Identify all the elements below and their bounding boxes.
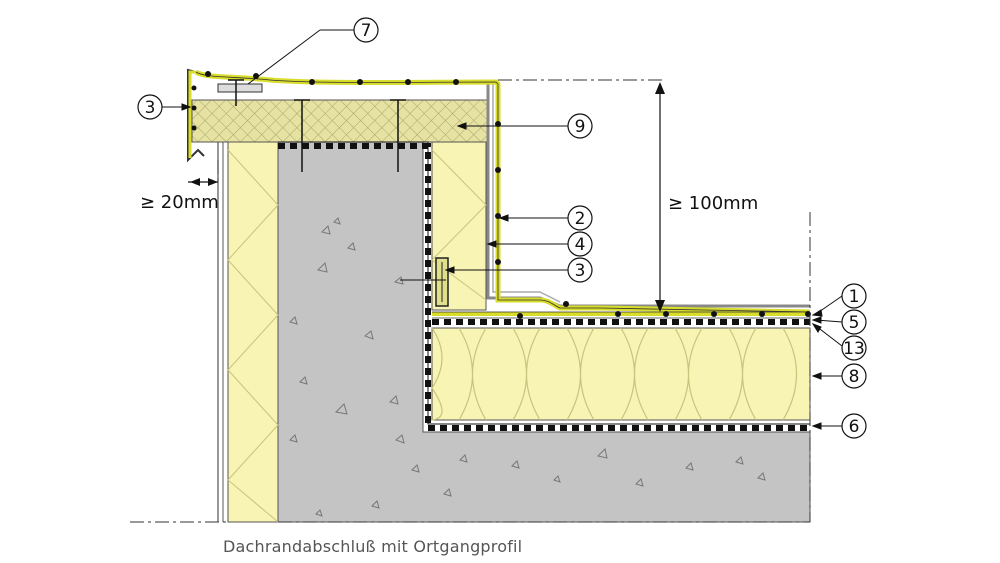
callout-6: 6 bbox=[841, 413, 867, 439]
edge-gap-dimension-label: ≥ 20mm bbox=[140, 192, 219, 213]
upstand-layers bbox=[486, 84, 810, 308]
svg-text:2: 2 bbox=[575, 209, 586, 229]
vapour-barrier-edge bbox=[278, 141, 810, 425]
callout-13: 13 bbox=[841, 335, 867, 361]
svg-text:4: 4 bbox=[575, 235, 586, 255]
svg-text:3: 3 bbox=[145, 98, 156, 118]
edge-profile-flange bbox=[217, 83, 263, 93]
upstand-layer-inner bbox=[492, 84, 561, 303]
roof-insulation-waves bbox=[431, 327, 797, 421]
callout-2: 2 bbox=[567, 205, 593, 231]
callout-8: 8 bbox=[841, 363, 867, 389]
svg-text:7: 7 bbox=[361, 21, 372, 41]
section-break-lines bbox=[130, 79, 811, 523]
svg-text:9: 9 bbox=[575, 117, 586, 137]
callout-1: 1 bbox=[841, 283, 867, 309]
figure-caption: Dachrandabschluß mit Ortgangprofil bbox=[223, 537, 523, 556]
callout-7: 7 bbox=[353, 17, 379, 43]
svg-text:13: 13 bbox=[843, 339, 865, 359]
callout-3-edge: 3 bbox=[137, 94, 163, 120]
parapet-insulation-hatch bbox=[431, 149, 487, 301]
callout-5: 5 bbox=[841, 309, 867, 335]
svg-text:3: 3 bbox=[575, 261, 586, 281]
edge-profile-membrane bbox=[188, 70, 196, 158]
top-membrane-edge bbox=[195, 71, 811, 313]
wall-insulation bbox=[227, 141, 279, 523]
wood-plank bbox=[191, 99, 489, 143]
height-dimension bbox=[655, 82, 665, 312]
height-dimension-label: ≥ 100mm bbox=[668, 193, 758, 214]
svg-text:6: 6 bbox=[849, 417, 860, 437]
roof-insulation bbox=[431, 327, 811, 421]
callout-4: 4 bbox=[567, 231, 593, 257]
edge-profile-dots bbox=[191, 85, 197, 131]
svg-text:5: 5 bbox=[849, 313, 860, 333]
wall-insulation-hatch bbox=[227, 149, 279, 523]
leader-lines bbox=[162, 29, 843, 430]
fasteners bbox=[228, 79, 406, 172]
svg-text:8: 8 bbox=[849, 367, 860, 387]
callout-3-upstand: 3 bbox=[567, 257, 593, 283]
edge-gap-dimension bbox=[188, 178, 218, 186]
svg-text:1: 1 bbox=[849, 287, 860, 307]
callout-9: 9 bbox=[567, 113, 593, 139]
